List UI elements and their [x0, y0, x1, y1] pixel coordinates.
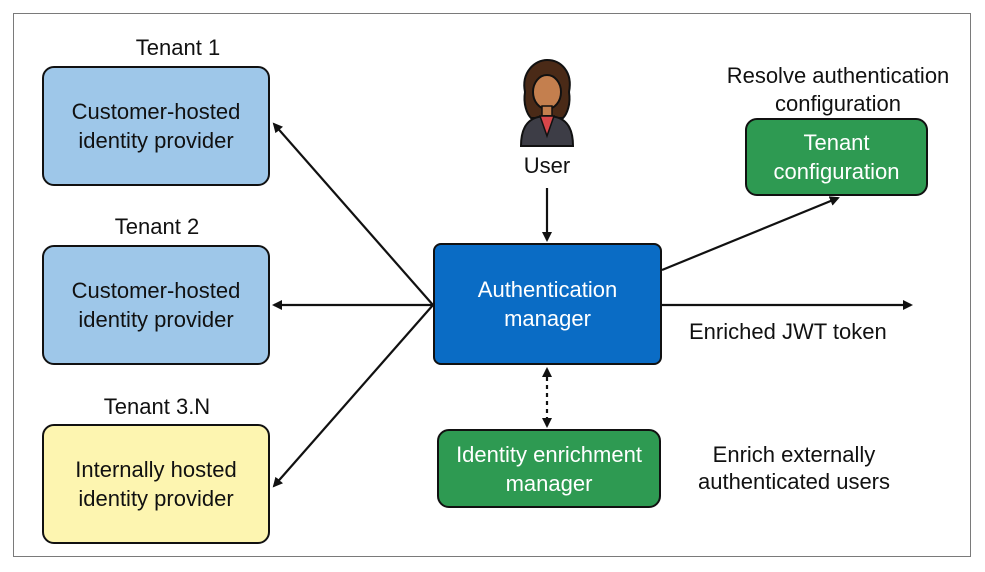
diagram-frame: [13, 13, 971, 557]
authentication-manager-box: Authentication manager: [433, 243, 662, 365]
auth-manager-line1: Authentication: [477, 277, 618, 302]
enrichment-line1: Identity enrichment: [456, 441, 642, 467]
arrow-to-tenant3: [272, 304, 434, 488]
jwt-token-label: Enriched JWT token: [689, 319, 887, 344]
tenant-config-line1: Tenant: [803, 130, 870, 155]
enrichment-caption-line1: Enrich externally: [712, 442, 876, 467]
user-label: User: [523, 153, 571, 178]
tenant2-idp-line2: identity provider: [78, 307, 234, 332]
tenant2-idp-box: Customer-hosted identity provider: [42, 245, 270, 365]
tenant3-idp-line1: Internally hosted: [75, 457, 237, 482]
tenant2-idp-line1: Customer-hosted: [71, 278, 241, 303]
identity-enrichment-manager-box: Identity enrichment manager: [437, 429, 661, 508]
tenant-config-caption-line1: Resolve authentication: [726, 63, 950, 88]
tenant3-idp-line2: identity provider: [78, 486, 234, 511]
tenant1-idp-box: Customer-hosted identity provider: [42, 66, 270, 186]
enrichment-line2: manager: [505, 470, 593, 496]
arrow-to-tenant-config: [661, 196, 840, 272]
tenant1-idp-line1: Customer-hosted: [71, 99, 241, 124]
enrichment-caption-line2: authenticated users: [697, 469, 891, 494]
tenant-config-line2: configuration: [773, 159, 900, 184]
auth-manager-line2: manager: [504, 306, 591, 331]
user-avatar-icon: [519, 58, 575, 147]
tenant1-idp-line2: identity provider: [78, 128, 234, 153]
tenant3-heading: Tenant 3.N: [103, 394, 211, 419]
arrow-to-tenant1: [272, 122, 434, 306]
tenant2-heading: Tenant 2: [114, 214, 200, 239]
tenant-configuration-box: Tenant configuration: [745, 118, 928, 196]
tenant1-heading: Tenant 1: [135, 35, 221, 60]
tenant-config-caption-line2: configuration: [775, 91, 901, 116]
tenant3-idp-box: Internally hosted identity provider: [42, 424, 270, 544]
